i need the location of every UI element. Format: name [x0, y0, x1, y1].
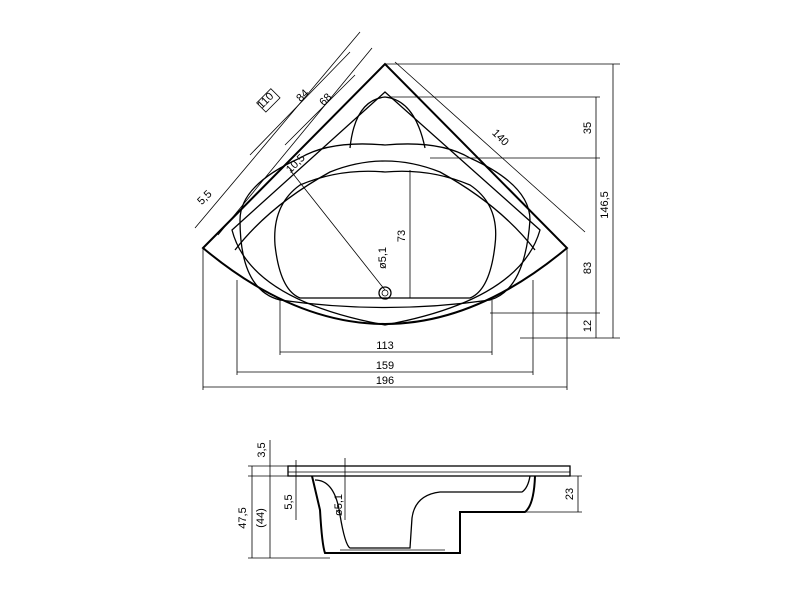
dim-diag-5-5: 5,5 [195, 188, 214, 207]
dim-basin-depth: 73 [396, 230, 408, 242]
dim-overall-height: 47,5 [237, 507, 249, 528]
tub-basin-outline [239, 143, 531, 309]
dim-inner-height: (44) [255, 508, 267, 528]
tub-basin-inner [274, 170, 497, 299]
dim-depth-bottom: 12 [582, 320, 594, 332]
section-view: 3,5 47,5 (44) 5,5 ø5,1 23 [237, 440, 582, 559]
dim-depth-mid: 83 [582, 262, 594, 274]
dim-drain-section: ø5,1 [333, 494, 345, 516]
dim-diag-84: 84 [294, 87, 311, 104]
dim-drain-plan: ø5,1 [377, 247, 389, 269]
tub-headrest [349, 96, 426, 149]
dim-width-overall: 196 [376, 375, 394, 387]
dim-diag-140: 140 [489, 127, 510, 148]
drain-icon [378, 286, 392, 300]
dim-width-inner: 159 [376, 360, 394, 372]
section-inner [314, 475, 531, 549]
drain-inner-icon [381, 289, 389, 297]
dim-depth-overall: 146,5 [599, 191, 611, 219]
dim-depth-top: 35 [582, 122, 594, 134]
dim-width-basin: 113 [376, 340, 394, 352]
section-rim [287, 465, 571, 477]
dim-diag-68: 68 [317, 91, 334, 108]
dim-step-5-5: 5,5 [283, 494, 295, 509]
dim-top-3-5: 3,5 [256, 442, 268, 457]
tub-rim-curve [234, 160, 536, 251]
tub-rim-inner [231, 91, 541, 326]
plan-view: 196 159 113 146,5 35 83 12 73 ø5,1 140 1… [194, 31, 620, 390]
dim-seat-23: 23 [564, 488, 576, 500]
